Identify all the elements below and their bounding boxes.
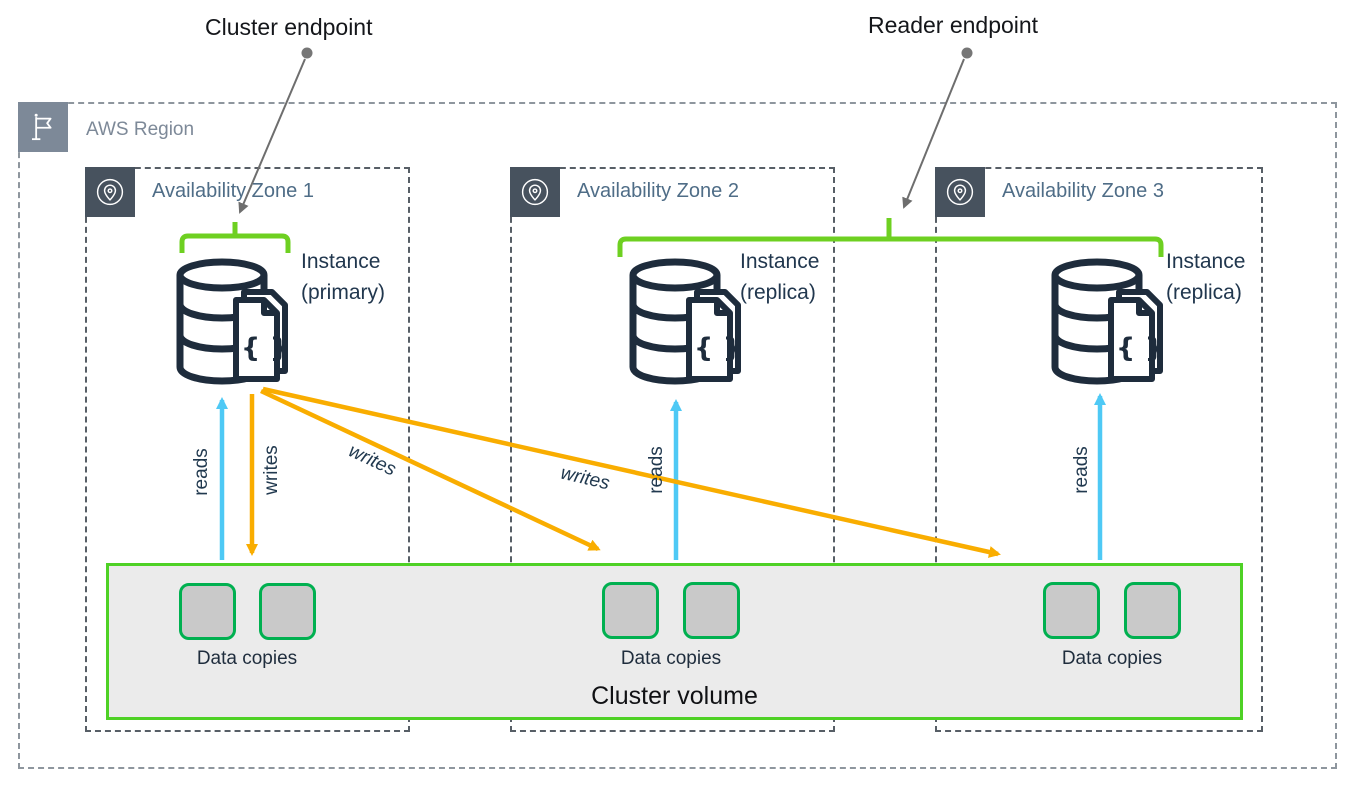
aws-region-label: AWS Region bbox=[86, 119, 195, 140]
instance-role: (primary) bbox=[301, 281, 385, 304]
reads-label-az2: reads bbox=[646, 446, 667, 494]
instance-primary-label: Instance (primary) bbox=[301, 246, 385, 308]
writes-label-vertical: writes bbox=[261, 445, 282, 495]
data-copies-label-az3: Data copies bbox=[1061, 648, 1163, 669]
instance-role: (replica) bbox=[1166, 281, 1242, 304]
instance-replica1-label: Instance (replica) bbox=[740, 246, 819, 308]
instance-word: Instance bbox=[740, 250, 820, 273]
aws-region-flag-icon bbox=[18, 102, 68, 152]
az2-title: Availability Zone 2 bbox=[577, 180, 739, 202]
data-copy-square bbox=[1124, 582, 1181, 639]
data-copy-square bbox=[683, 582, 740, 639]
cluster-volume-label: Cluster volume bbox=[591, 682, 758, 710]
db-instance-replica1-icon: { } bbox=[625, 256, 755, 391]
data-copy-square bbox=[259, 583, 316, 640]
az2-location-pin-icon bbox=[510, 167, 560, 217]
az3-title: Availability Zone 3 bbox=[1002, 180, 1164, 202]
db-instance-replica2-icon: { } bbox=[1047, 256, 1177, 391]
instance-role: (replica) bbox=[740, 281, 816, 304]
az1-title: Availability Zone 1 bbox=[152, 180, 314, 202]
instance-word: Instance bbox=[1166, 250, 1246, 273]
az1-location-pin-icon bbox=[85, 167, 135, 217]
reads-label-az3: reads bbox=[1071, 446, 1092, 494]
data-copy-square bbox=[602, 582, 659, 639]
reads-label-az1: reads bbox=[191, 448, 212, 496]
cluster-endpoint-title: Cluster endpoint bbox=[205, 14, 373, 40]
svg-text:{ }: { } bbox=[241, 333, 289, 364]
data-copy-square bbox=[1043, 582, 1100, 639]
data-copy-square bbox=[179, 583, 236, 640]
data-copies-label-az1: Data copies bbox=[196, 648, 298, 669]
db-instance-primary-icon: { } bbox=[172, 256, 302, 391]
aws-region-box bbox=[18, 102, 1337, 769]
instance-word: Instance bbox=[301, 250, 381, 273]
svg-text:{ }: { } bbox=[1116, 333, 1164, 364]
az3-location-pin-icon bbox=[935, 167, 985, 217]
data-copies-label-az2: Data copies bbox=[620, 648, 722, 669]
reader-endpoint-title: Reader endpoint bbox=[868, 12, 1039, 38]
svg-text:{ }: { } bbox=[694, 333, 742, 364]
instance-replica2-label: Instance (replica) bbox=[1166, 246, 1245, 308]
